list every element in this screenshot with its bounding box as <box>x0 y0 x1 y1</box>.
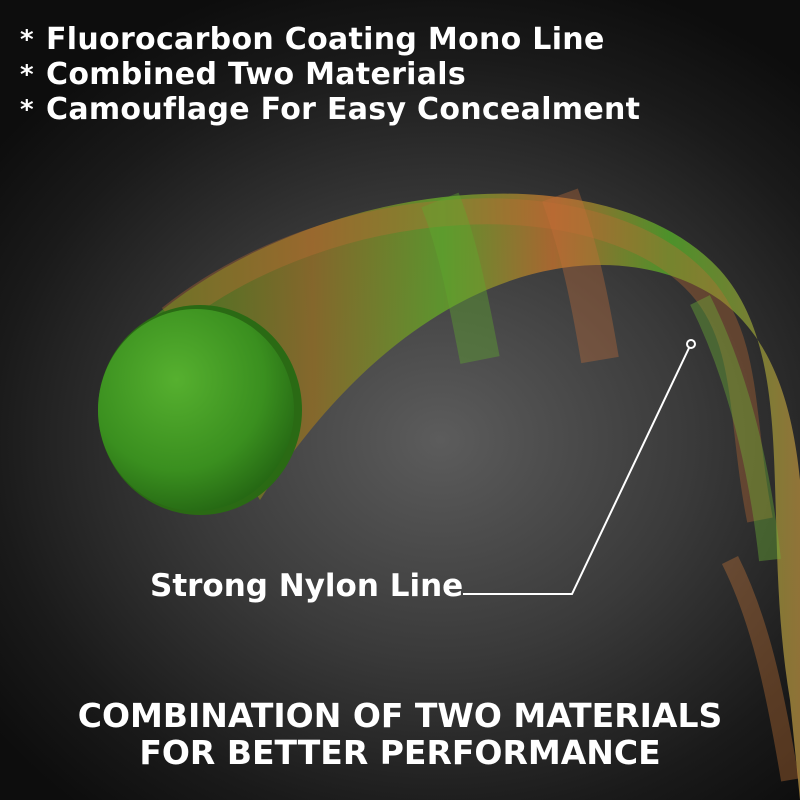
callout-label: Strong Nylon Line <box>150 568 464 604</box>
feature-list: * Fluorocarbon Coating Mono Line * Combi… <box>20 22 640 127</box>
callout-pointer <box>463 339 696 595</box>
tagline-line-2: FOR BETTER PERFORMANCE <box>139 733 661 772</box>
asterisk-icon: * <box>20 24 34 55</box>
feature-item: * Fluorocarbon Coating Mono Line <box>20 22 640 57</box>
feature-text: Combined Two Materials <box>46 57 467 92</box>
line-end-cap <box>98 305 302 515</box>
feature-text: Camouflage For Easy Concealment <box>46 92 641 127</box>
feature-item: * Combined Two Materials <box>20 57 640 92</box>
tagline-line-1: COMBINATION OF TWO MATERIALS <box>77 696 723 735</box>
asterisk-icon: * <box>20 59 34 90</box>
feature-text: Fluorocarbon Coating Mono Line <box>46 22 605 57</box>
feature-item: * Camouflage For Easy Concealment <box>20 92 640 127</box>
asterisk-icon: * <box>20 94 34 125</box>
nylon-line-body <box>150 188 800 800</box>
